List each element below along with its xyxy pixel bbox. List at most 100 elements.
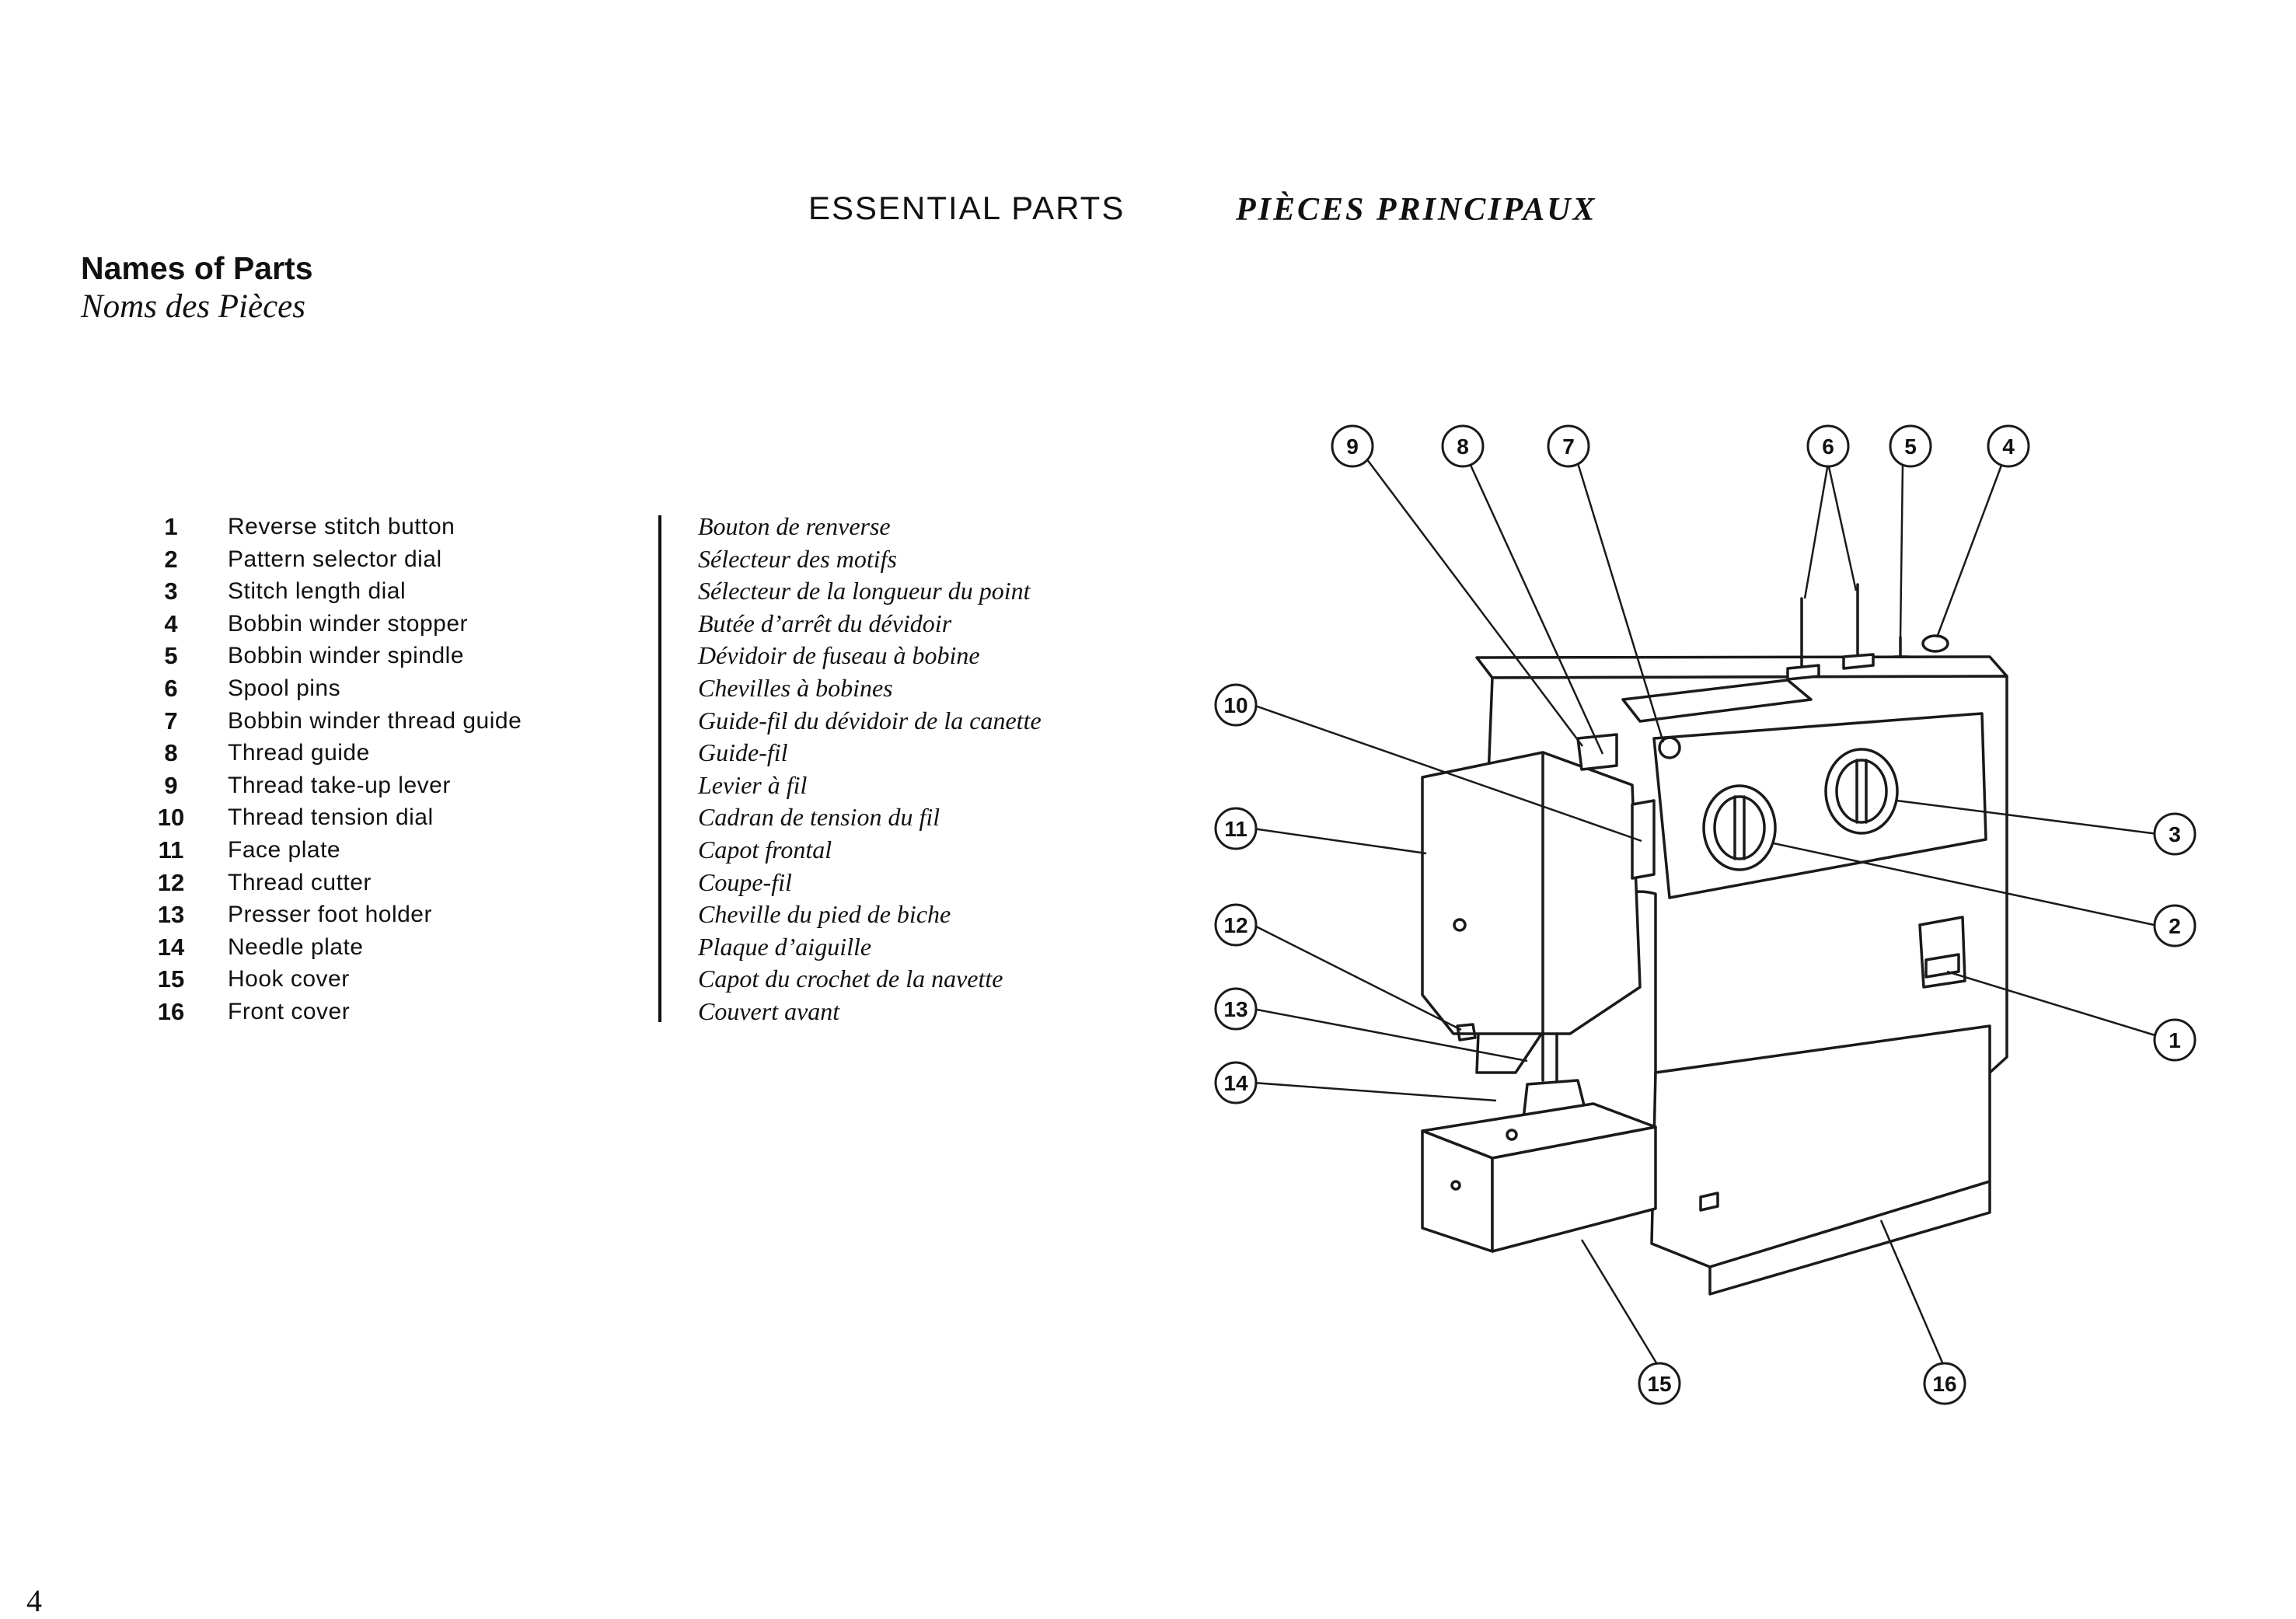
hook-cover-screw	[1450, 1180, 1461, 1191]
part-name-fr: Cheville du pied de biche	[698, 900, 951, 929]
part-number: 6	[164, 674, 178, 702]
callout-markers: 9 8 7 6 5 4 10 11	[1214, 424, 2197, 1405]
callout-10-label: 10	[1223, 693, 1247, 717]
part-name-fr: Couvert avant	[698, 996, 840, 1025]
callout-line-15	[1580, 1239, 1661, 1369]
part-number: 16	[157, 997, 185, 1025]
callout-13-label: 13	[1223, 997, 1247, 1021]
callout-9-label: 9	[1346, 434, 1359, 459]
stitch-length-dial-grip	[1855, 759, 1868, 824]
callout-6-circle	[1806, 424, 1850, 468]
part-name-en: Thread tension dial	[228, 804, 434, 831]
callout-line-9	[1366, 458, 1583, 747]
part-name-fr: Bouton de renverse	[698, 512, 891, 540]
tension-dial	[1631, 799, 1656, 880]
callout-3-circle	[2153, 812, 2197, 856]
part-name-list-fr: Bouton de renverse Sélecteur des motifs …	[698, 511, 1042, 1028]
part-name-fr: Guide-fil du dévidoir de la canette	[698, 706, 1042, 734]
part-name-en: Needle plate	[228, 933, 364, 960]
callout-8-circle	[1441, 424, 1485, 468]
part-name-en: Bobbin winder thread guide	[228, 707, 522, 734]
page-title-en: ESSENTIAL PARTS	[808, 190, 1125, 226]
callout-9-circle	[1331, 424, 1374, 468]
thread-cutter	[1456, 1023, 1477, 1042]
part-number-list: 1 2 3 4 5 6 7 8 9 10 11 12 13 14 15 16	[140, 511, 202, 1028]
part-name-en: Front cover	[228, 998, 351, 1024]
part-number: 13	[157, 901, 185, 929]
callout-line-13	[1252, 1007, 1528, 1062]
part-number: 2	[164, 545, 178, 573]
face-plate-screw	[1453, 918, 1467, 932]
part-name-en: Hook cover	[228, 966, 350, 993]
bobbin-winder-stopper	[1921, 634, 1949, 653]
callout-14: 14	[1214, 1061, 1258, 1104]
callout-16: 16	[1923, 1362, 1966, 1405]
callout-line-12	[1252, 923, 1462, 1031]
part-name-fr: Cadran de tension du fil	[698, 803, 940, 832]
top-recess	[1621, 679, 1813, 723]
pattern-selector-dial-grip	[1733, 795, 1746, 860]
needle-plate-screw	[1506, 1129, 1518, 1141]
callout-14-circle	[1214, 1061, 1258, 1104]
part-name-en: Face plate	[228, 836, 341, 863]
part-name-en: Bobbin winder spindle	[228, 643, 465, 669]
callout-line-11	[1252, 827, 1427, 855]
callout-line-8	[1467, 461, 1604, 755]
part-number: 5	[164, 642, 178, 670]
stitch-length-dial-inner	[1835, 759, 1888, 824]
part-name-en: Thread guide	[228, 740, 370, 766]
page-title-fr: PIÈCES PRINCIPAUX	[1236, 192, 1597, 228]
callout-9: 9	[1331, 424, 1374, 468]
part-name-fr: Capot frontal	[698, 835, 832, 864]
callout-16-circle	[1923, 1362, 1966, 1405]
callout-line-7	[1576, 462, 1665, 743]
part-name-fr: Guide-fil	[698, 738, 788, 767]
reverse-stitch-button-housing	[1918, 916, 1966, 989]
callout-4: 4	[1987, 424, 2030, 468]
callout-14-label: 14	[1223, 1071, 1248, 1095]
callout-6-label: 6	[1822, 434, 1834, 459]
machine-base-front	[1708, 1180, 1991, 1296]
callout-5: 5	[1889, 424, 1932, 468]
callout-15-circle	[1638, 1362, 1681, 1405]
callout-1: 1	[2153, 1018, 2197, 1062]
part-name-en: Thread cutter	[228, 869, 372, 895]
section-title-fr: Noms des Pièces	[81, 288, 305, 325]
part-number: 10	[157, 804, 185, 832]
callout-10: 10	[1214, 683, 1258, 727]
callout-11: 11	[1214, 807, 1258, 850]
part-name-fr: Chevilles à bobines	[698, 673, 893, 702]
callout-line-14	[1252, 1081, 1497, 1102]
part-number: 8	[164, 739, 178, 767]
callout-5-label: 5	[1904, 434, 1917, 459]
part-name-en: Bobbin winder stopper	[228, 610, 469, 637]
bobbin-winder-spindle	[1893, 636, 1910, 658]
callout-6: 6	[1806, 424, 1850, 468]
callout-15-label: 15	[1647, 1372, 1671, 1396]
callout-11-circle	[1214, 807, 1258, 850]
part-number: 7	[164, 707, 178, 734]
face-plate	[1421, 751, 1642, 1035]
callout-13-circle	[1214, 987, 1258, 1031]
spool-pin-right-base	[1842, 653, 1875, 670]
machine-top-surface	[1475, 655, 2008, 679]
callout-line-10	[1252, 703, 1642, 843]
callout-1-circle	[2153, 1018, 2197, 1062]
part-name-fr: Butée d’arrêt du dévidoir	[698, 609, 952, 637]
part-name-fr: Sélecteur de la longueur du point	[698, 577, 1031, 605]
callout-line-3	[1896, 799, 2158, 836]
callout-4-circle	[1987, 424, 2030, 468]
part-name-fr: Dévidoir de fuseau à bobine	[698, 641, 980, 670]
part-name-en: Presser foot holder	[228, 902, 432, 928]
callout-line-6b	[1827, 462, 1858, 591]
part-number: 4	[164, 609, 178, 637]
part-name-fr: Sélecteur des motifs	[698, 544, 897, 573]
part-name-en: Spool pins	[228, 675, 341, 701]
callout-5-circle	[1889, 424, 1932, 468]
callout-15: 15	[1638, 1362, 1681, 1405]
spool-pin-right	[1850, 583, 1865, 658]
callout-2: 2	[2153, 904, 2197, 947]
sewing-machine-illustration	[1421, 583, 2008, 1296]
callout-13: 13	[1214, 987, 1258, 1031]
page-number: 4	[26, 1583, 42, 1618]
